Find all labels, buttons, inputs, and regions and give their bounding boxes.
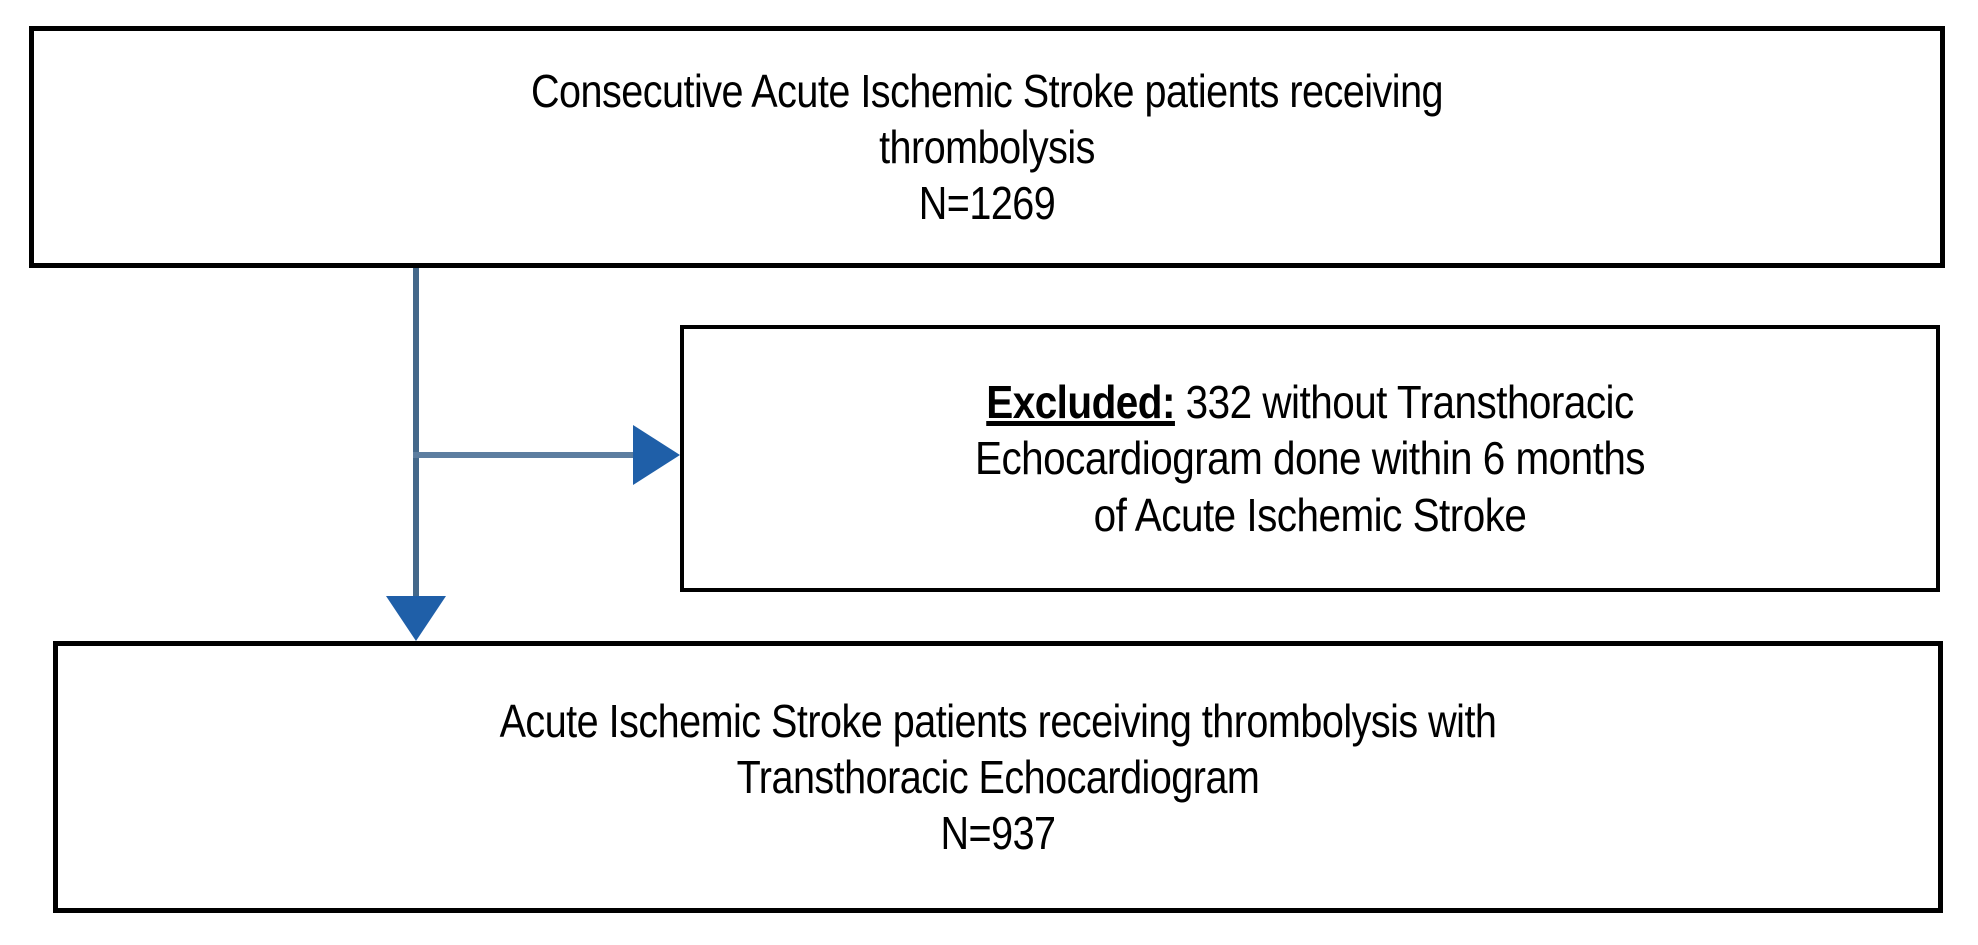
flow-node-enrolled: Consecutive Acute Ischemic Stroke patien… bbox=[29, 26, 1945, 268]
excluded-line-3: of Acute Ischemic Stroke bbox=[1093, 488, 1527, 541]
enrolled-line-2: thrombolysis bbox=[879, 120, 1095, 173]
enrolled-count: N=1269 bbox=[918, 177, 1056, 230]
connector-horizontal-line bbox=[413, 452, 645, 458]
connector-vertical-line bbox=[413, 268, 419, 603]
flow-node-included: Acute Ischemic Stroke patients receiving… bbox=[53, 641, 1943, 913]
included-line-1: Acute Ischemic Stroke patients receiving… bbox=[499, 694, 1497, 747]
excluded-line-2: Echocardiogram done within 6 months bbox=[974, 432, 1646, 485]
flow-node-excluded: Excluded: 332 without Transthoracic Echo… bbox=[680, 325, 1940, 592]
excluded-line-1-rest: 332 without Transthoracic bbox=[1174, 376, 1635, 429]
excluded-line-1: Excluded: 332 without Transthoracic bbox=[759, 374, 1861, 430]
included-count: N=937 bbox=[940, 807, 1056, 860]
included-line-2: Transthoracic Echocardiogram bbox=[736, 750, 1260, 803]
excluded-emphasis-label: Excluded: bbox=[986, 376, 1175, 429]
enrolled-line-1: Consecutive Acute Ischemic Stroke patien… bbox=[530, 64, 1444, 117]
arrow-right-icon bbox=[633, 425, 680, 485]
arrow-down-icon bbox=[386, 596, 446, 641]
